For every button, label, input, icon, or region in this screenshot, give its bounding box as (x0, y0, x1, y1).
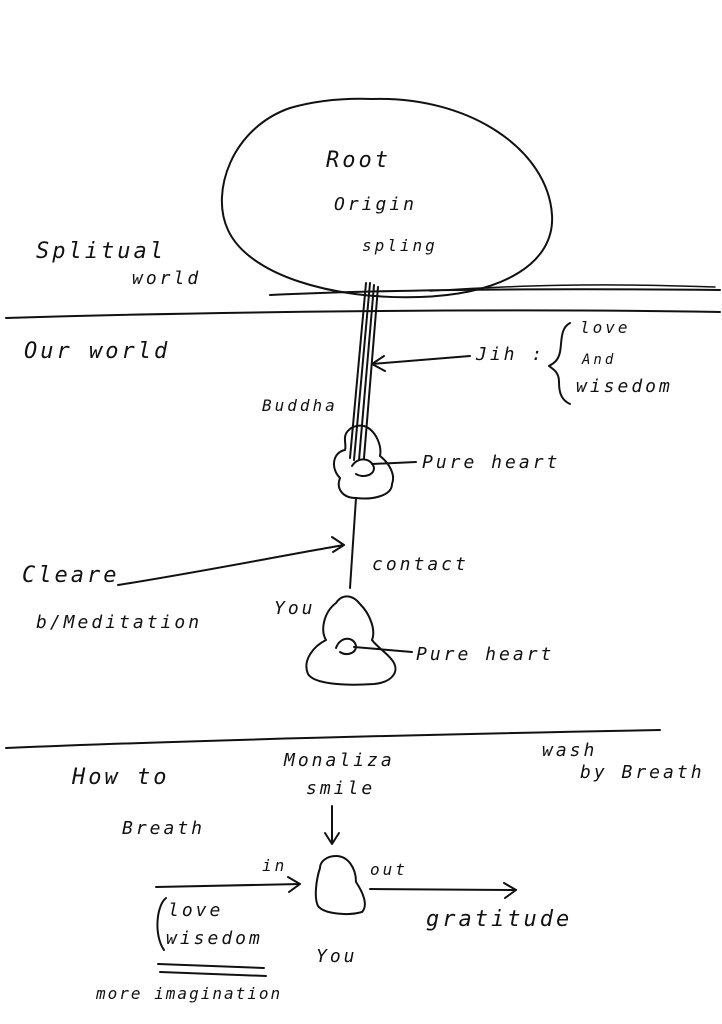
jih-arrow (371, 355, 471, 365)
label-monaliza: Monaliza (284, 750, 395, 771)
label-pure-heart-1: Pure heart (422, 452, 561, 473)
label-out: out (370, 860, 408, 879)
oval-base-stroke-2 (429, 284, 716, 292)
love-bracket (156, 897, 167, 951)
label-more-imagination: more imagination (96, 984, 283, 1003)
pure-heart-line-2 (353, 646, 413, 653)
in-arrow (155, 883, 301, 888)
label-by-breath: by Breath (580, 762, 705, 783)
buddha-figure (333, 424, 394, 500)
oval-base-stroke (269, 288, 721, 296)
pure-heart-line-1 (371, 461, 417, 465)
out-arrowhead (503, 882, 517, 899)
label-breath: Breath (122, 818, 206, 839)
label-wash: wash (542, 740, 598, 761)
label-how-to: How to (72, 765, 170, 790)
label-spling: spling (362, 236, 438, 255)
you-figure (305, 595, 397, 686)
label-gratitude: gratitude (426, 907, 573, 932)
label-and: And (582, 352, 617, 368)
breath-figure (314, 855, 366, 915)
contact-line (349, 497, 357, 589)
buddha-heart (351, 458, 375, 477)
label-in: in (262, 856, 288, 875)
jih-line-1 (349, 282, 367, 459)
underline-2 (159, 971, 267, 977)
out-arrow (369, 888, 517, 891)
label-root: Root (326, 148, 391, 173)
label-love: love (580, 318, 631, 337)
label-world: world (132, 268, 202, 289)
jih-line-3 (358, 284, 375, 461)
underline-1 (157, 963, 265, 969)
label-cleare: Cleare (22, 563, 120, 588)
label-smile: smile (306, 778, 376, 799)
label-wisedom: wisedom (576, 376, 673, 397)
label-origin: Origin (334, 194, 418, 215)
label-contact: contact (372, 554, 469, 575)
cleare-arrow (117, 544, 345, 586)
cleare-arrowhead (331, 536, 345, 553)
jih-arrowhead (371, 355, 386, 372)
jih-line-4 (363, 286, 379, 459)
smile-arrowhead (324, 832, 340, 845)
love-brace (548, 322, 571, 405)
label-love-lower: love (168, 900, 224, 921)
in-arrowhead (287, 876, 301, 893)
jih-line-2 (353, 282, 371, 461)
label-pure-heart-2: Pure heart (416, 644, 555, 665)
world-divider (5, 309, 721, 319)
label-you-bottom: You (316, 946, 358, 967)
label-our-world: Our world (24, 339, 171, 364)
label-splitual: Splitual (36, 239, 166, 264)
label-jih: Jih : (476, 344, 546, 365)
label-wisedom-lower: wisedom (166, 928, 263, 949)
you-heart (335, 637, 357, 655)
origin-oval (220, 97, 554, 299)
label-buddha: Buddha (262, 396, 338, 415)
label-meditation: b/Meditation (36, 612, 203, 633)
section-divider (5, 729, 661, 749)
label-you-top: You (274, 598, 316, 619)
